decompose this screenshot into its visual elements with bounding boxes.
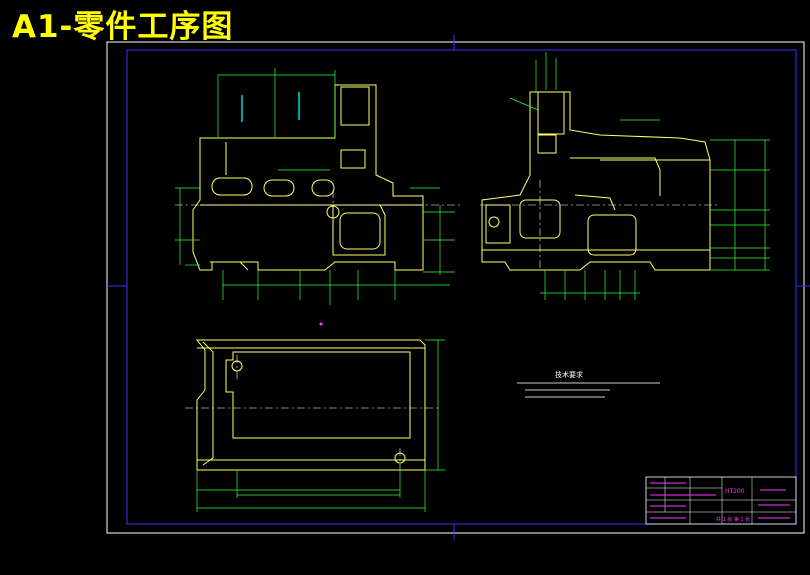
registration-marks	[107, 35, 810, 540]
front-view-centerlines	[175, 190, 460, 245]
side-view-dimensions	[509, 52, 770, 300]
plan-view	[185, 339, 445, 512]
plan-view-dimensions	[196, 339, 445, 512]
plan-view-outline	[195, 339, 426, 471]
side-view-outline	[481, 91, 711, 271]
title-block: HT200 共 1 张 第 1 张	[645, 476, 797, 525]
view-marker	[319, 322, 323, 326]
sheet-frame	[106, 41, 805, 534]
material-label: HT200	[725, 488, 745, 495]
tech-requirements-heading: 技术要求	[555, 370, 583, 379]
side-view	[480, 52, 770, 300]
front-view	[175, 68, 460, 326]
side-view-centerlines	[480, 180, 720, 270]
tech-requirements: 技术要求	[517, 370, 660, 398]
page-title: A1-零件工序图	[12, 9, 234, 45]
plan-view-centerlines	[185, 355, 440, 470]
locating-hole	[326, 205, 340, 219]
front-view-dimensions	[175, 68, 455, 305]
process-arrows	[241, 92, 300, 122]
title-block-entries	[650, 482, 790, 519]
inner-border	[126, 49, 797, 525]
tech-requirements-lines	[517, 382, 660, 398]
front-view-outline	[192, 84, 424, 271]
sheet-count: 共 1 张 第 1 张	[716, 516, 750, 523]
